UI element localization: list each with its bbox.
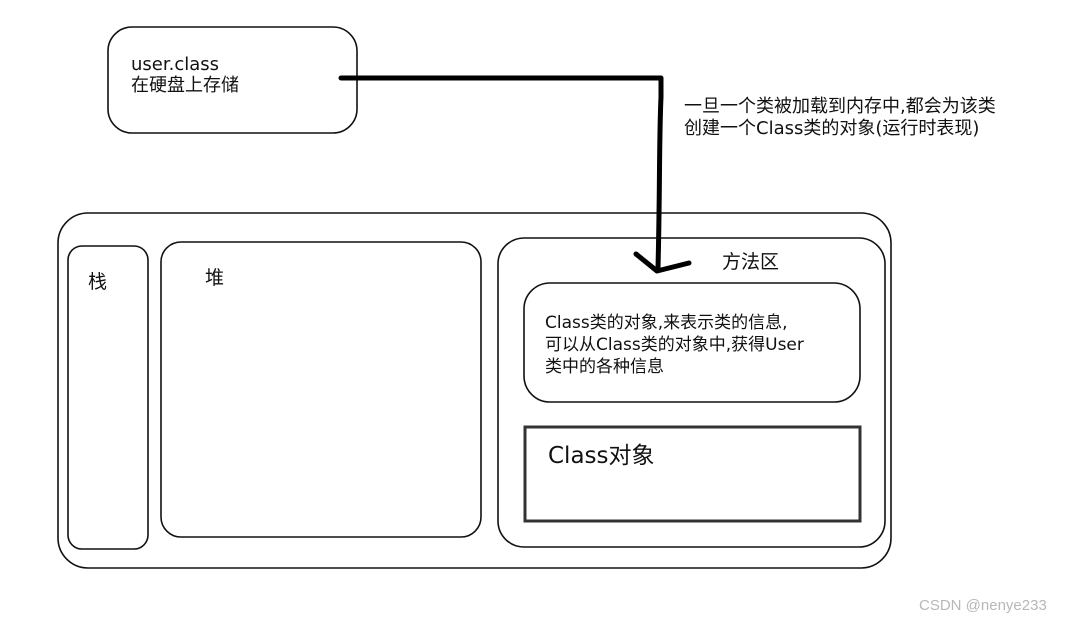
file-storage-note: 在硬盘上存储 [131, 74, 239, 96]
file-box-text: user.class 在硬盘上存储 [131, 54, 239, 96]
class-info-line-1: Class类的对象,来表示类的信息, [545, 313, 788, 333]
method-area-box [497, 237, 886, 548]
load-note-line-2: 创建一个Class类的对象(运行时表现) [684, 117, 980, 139]
heap-label: 堆 [205, 267, 225, 289]
file-name: user.class [131, 54, 220, 75]
stack-label: 栈 [88, 271, 108, 293]
class-object-box [523, 425, 862, 523]
class-info-line-3: 类中的各种信息 [545, 356, 664, 377]
class-info-line-2: 可以从Class类的对象中,获得User [545, 334, 804, 355]
watermark: CSDN @nenye233 [919, 597, 1047, 614]
load-arrow [338, 75, 664, 271]
class-object-label: Class对象 [548, 443, 655, 469]
stack-box [67, 245, 149, 550]
class-info-box [523, 282, 861, 403]
load-note-line-1: 一旦一个类被加载到内存中,都会为该类 [684, 96, 996, 117]
class-info-text: Class类的对象,来表示类的信息, 可以从Class类的对象中,获得User … [545, 313, 804, 378]
heap-box [160, 241, 482, 538]
load-arrowhead [633, 251, 692, 274]
memory-box [57, 212, 892, 569]
method-area-label: 方法区 [722, 251, 780, 273]
load-note: 一旦一个类被加载到内存中,都会为该类 创建一个Class类的对象(运行时表现) [684, 96, 996, 139]
